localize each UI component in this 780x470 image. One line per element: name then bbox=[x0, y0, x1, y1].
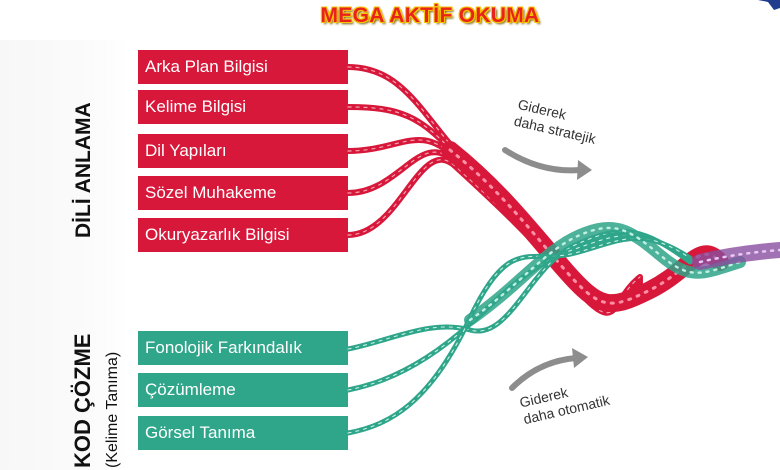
arrow-strategic-head-icon bbox=[577, 160, 592, 180]
page-title: MEGA AKTİF OKUMA bbox=[320, 4, 540, 27]
strand-label-decoding: Çözümleme bbox=[138, 373, 348, 407]
strand-label-language-structures: Dil Yapıları bbox=[138, 134, 348, 168]
arrow-automatic-shaft bbox=[509, 355, 579, 391]
combined-rope-twist bbox=[698, 248, 780, 264]
red-strand-highlight-1 bbox=[347, 66, 641, 302]
green-strand-highlight-3 bbox=[347, 237, 691, 434]
red-strand-highlight-5 bbox=[347, 159, 641, 314]
red-strand-highlight-3 bbox=[347, 139, 641, 307]
strand-label-background-knowledge: Arka Plan Bilgisi bbox=[138, 50, 348, 84]
arrow-automatic-head-icon bbox=[572, 348, 588, 368]
red-strand-3 bbox=[345, 137, 643, 310]
strand-label-phonological-awareness: Fonolojik Farkındalık bbox=[138, 331, 348, 365]
strand-label-sight-recognition: Görsel Tanıma bbox=[138, 416, 348, 450]
combined-rope bbox=[692, 242, 780, 270]
arrow-strategic-shaft bbox=[502, 147, 583, 174]
green-rope-twist bbox=[468, 226, 742, 322]
strand-label-literacy-knowledge: Okuryazarlık Bilgisi bbox=[138, 218, 348, 252]
strand-label-vocabulary: Kelime Bilgisi bbox=[138, 90, 348, 124]
strand-label-verbal-reasoning: Sözel Muhakeme bbox=[138, 176, 348, 210]
left-panel bbox=[0, 40, 130, 470]
corner-logo-icon bbox=[758, 0, 780, 10]
